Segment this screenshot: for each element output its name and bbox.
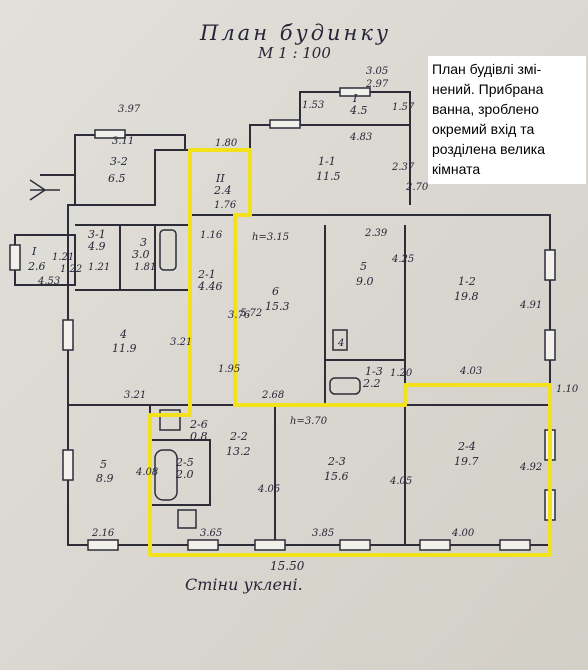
room-area: 11.9 bbox=[112, 342, 137, 355]
dimension: 1.20 bbox=[390, 368, 413, 379]
dimension: 2.39 bbox=[364, 228, 388, 239]
room-area: 15.3 bbox=[265, 300, 290, 313]
room-area: 2.6 bbox=[27, 260, 46, 273]
room-area: 19.8 bbox=[454, 290, 479, 303]
dimension: 1.22 bbox=[60, 264, 82, 275]
dimension: 4.05 bbox=[389, 476, 412, 487]
room-area: 8.9 bbox=[96, 472, 114, 485]
room-area: 4.5 bbox=[349, 104, 368, 117]
dimension: 4.91 bbox=[519, 300, 542, 311]
room-label: II bbox=[215, 172, 225, 185]
dimension: h=3.70 bbox=[290, 416, 328, 427]
room-area: 3.0 bbox=[132, 248, 150, 261]
dimension-total: 15.50 bbox=[270, 559, 305, 573]
room-label: 1-1 bbox=[318, 155, 336, 168]
dimension: 1.21 bbox=[88, 262, 110, 273]
dimension: 2.37 bbox=[391, 162, 415, 173]
room-label: 5 bbox=[360, 260, 367, 273]
plan-scale: М 1 : 100 bbox=[257, 44, 331, 62]
room-label: 6 bbox=[272, 285, 279, 298]
dimension: 4.92 bbox=[519, 462, 542, 473]
dimension: 4.83 bbox=[349, 132, 372, 143]
room-area: 6.5 bbox=[108, 172, 126, 185]
dimension: 4.03 bbox=[459, 366, 482, 377]
dimension: 2.16 bbox=[91, 528, 115, 539]
dimension: 2.70 bbox=[405, 182, 429, 193]
dimension: 2.97 bbox=[365, 79, 389, 90]
room-label: 2-6 bbox=[189, 418, 208, 431]
room-label: 3 bbox=[140, 236, 147, 249]
highlight-changes bbox=[148, 148, 552, 557]
room-label: I bbox=[352, 92, 358, 105]
fixtures bbox=[29, 179, 361, 529]
dimension: 3.11 bbox=[112, 136, 134, 147]
dimension: 1.76 bbox=[214, 200, 237, 211]
dimension: 4.25 bbox=[391, 254, 414, 265]
room-label: 3-2 bbox=[110, 155, 128, 168]
room-label: 2-4 bbox=[457, 440, 476, 453]
room-label: 1-3 bbox=[365, 365, 383, 378]
room-label: 2-1 bbox=[197, 268, 216, 281]
room-area: 2.2 bbox=[362, 377, 381, 390]
room-area: 19.7 bbox=[454, 455, 479, 468]
room-labels: I 4.5 3-2 6.5 II 2.4 1-1 11.5 I 2.6 3-1 … bbox=[27, 92, 479, 485]
change-note: План будівлі змі-нений. Прибрана ванна, … bbox=[428, 56, 586, 184]
room-area: 15.6 bbox=[324, 470, 349, 483]
dimension: 3.76 bbox=[228, 310, 251, 321]
room-label: 2-3 bbox=[327, 455, 346, 468]
footer-note: Стіни уклені. bbox=[185, 575, 303, 594]
dimension: 1.81 bbox=[134, 262, 156, 273]
room-label: 3-1 bbox=[88, 228, 106, 241]
room-label: 2-5 bbox=[175, 456, 194, 469]
dimension: 4.05 bbox=[257, 484, 280, 495]
room-label: 1-2 bbox=[458, 275, 476, 288]
dimension: 1.80 bbox=[215, 138, 238, 149]
plan-title: План будинку bbox=[199, 21, 391, 45]
dimension: 4.53 bbox=[37, 276, 60, 287]
dimension-labels: 3.05 2.97 1.53 1.57 3.97 3.11 1.80 4.83 … bbox=[37, 66, 579, 573]
dimension: 4 bbox=[337, 338, 344, 349]
dimension: 3.05 bbox=[366, 66, 388, 77]
dimension: h=3.15 bbox=[252, 232, 289, 243]
dimension: 1.57 bbox=[392, 102, 415, 113]
room-area: 4.46 bbox=[197, 280, 223, 293]
room-label: 4 bbox=[119, 328, 127, 341]
dimension: 4.08 bbox=[135, 467, 158, 478]
dimension: 1.95 bbox=[218, 364, 240, 375]
dimension: 1.21 bbox=[52, 252, 74, 263]
room-area: 2.0 bbox=[175, 468, 194, 481]
dimension: 1.16 bbox=[200, 230, 223, 241]
room-label: 5 bbox=[100, 458, 107, 471]
room-area: 11.5 bbox=[316, 170, 341, 183]
room-label: I bbox=[31, 245, 37, 258]
room-area: 9.0 bbox=[356, 275, 374, 288]
dimension: 5.72 bbox=[240, 308, 262, 319]
room-area: 4.9 bbox=[87, 240, 106, 253]
room-area: 13.2 bbox=[226, 445, 251, 458]
room-area: 0.8 bbox=[190, 430, 208, 443]
dimension: 3.97 bbox=[118, 104, 141, 115]
dimension: 4.00 bbox=[451, 528, 475, 539]
dimension: 3.85 bbox=[312, 528, 334, 539]
dimension: 3.21 bbox=[124, 390, 146, 401]
dimension: 2.68 bbox=[261, 390, 284, 401]
dimension: 3.65 bbox=[200, 528, 222, 539]
dimension: 3.21 bbox=[170, 337, 192, 348]
dimension: 1.53 bbox=[302, 100, 324, 111]
room-area: 2.4 bbox=[213, 184, 232, 197]
dimension: 1.10 bbox=[556, 384, 579, 395]
room-label: 2-2 bbox=[229, 430, 248, 443]
